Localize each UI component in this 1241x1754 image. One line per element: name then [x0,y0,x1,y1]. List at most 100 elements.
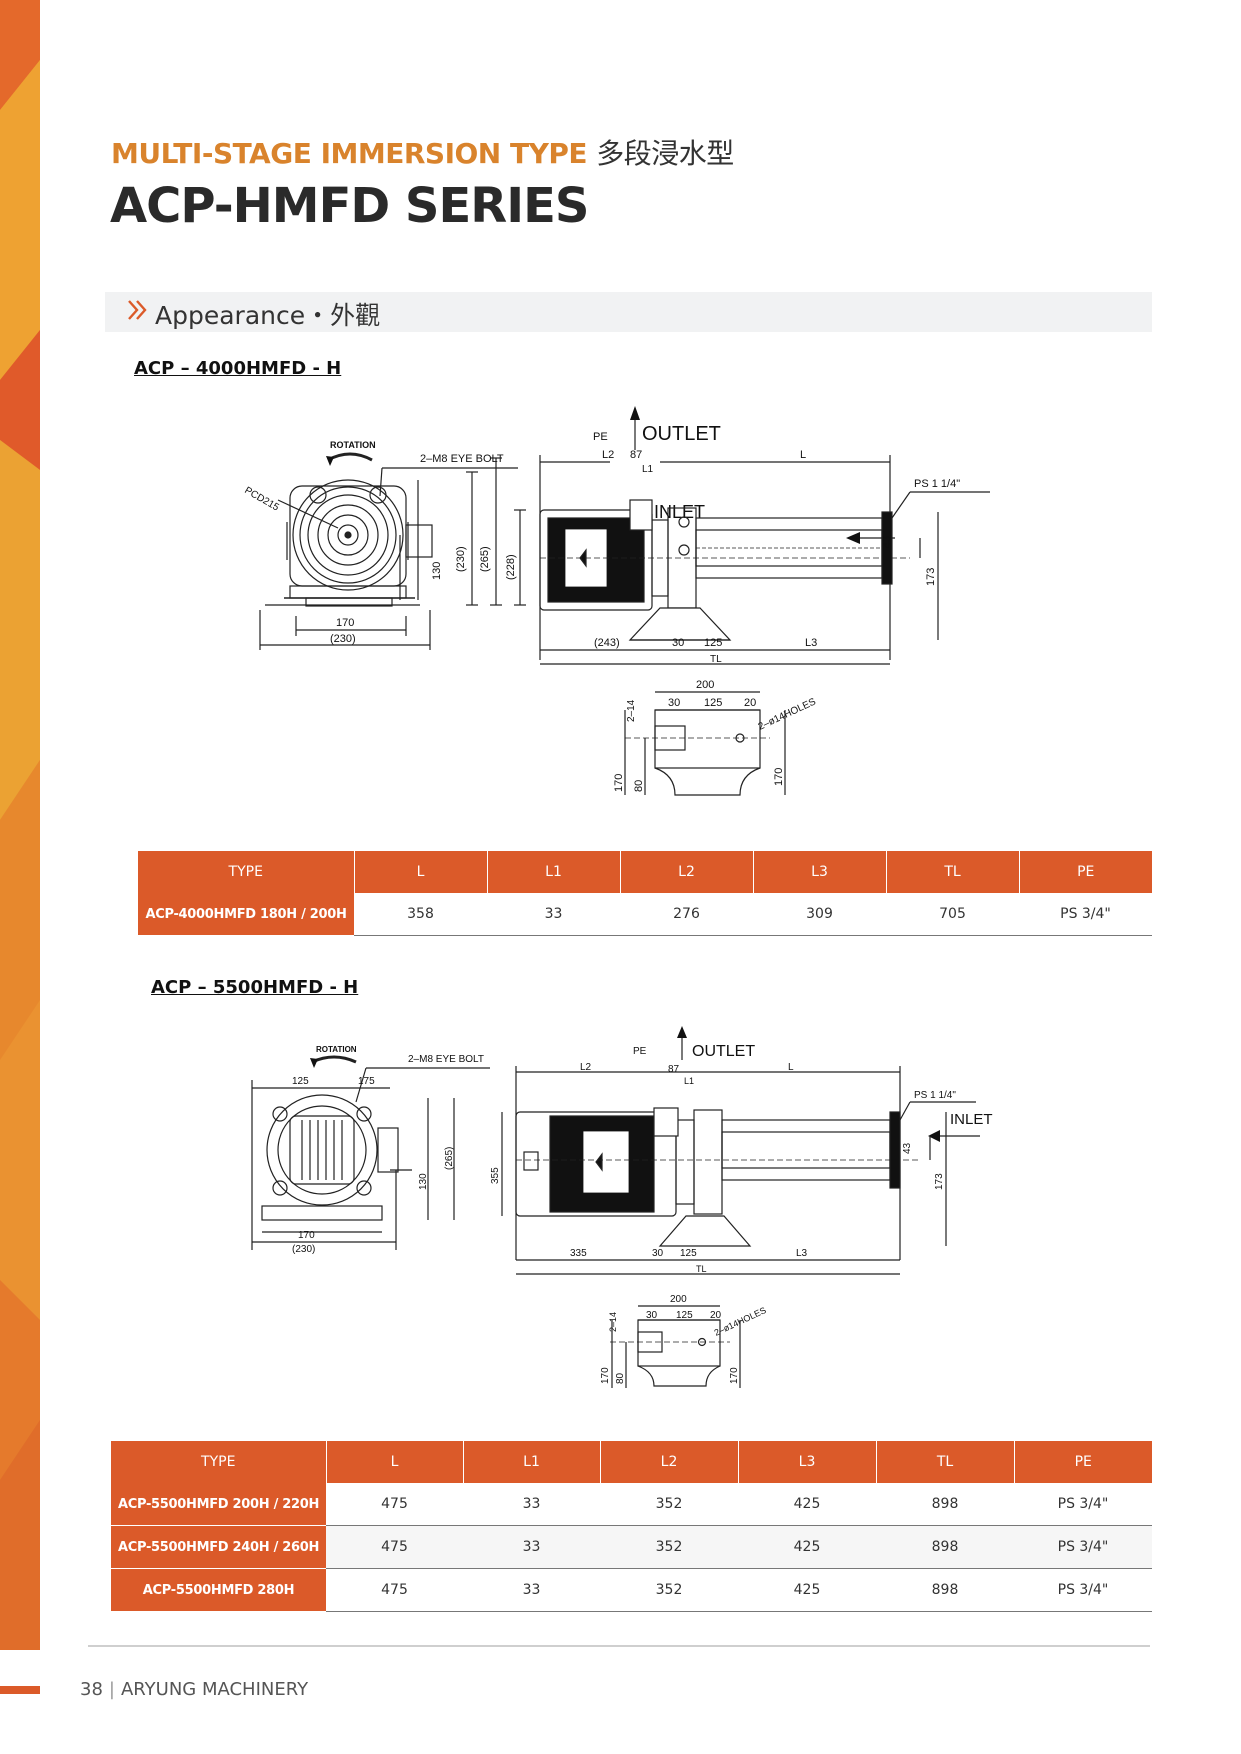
dim-side-tl: TL [696,1264,707,1274]
dim-side-30: 30 [652,1248,664,1259]
dim-front-230: (230) [292,1244,315,1255]
col-header-l1: L1 [487,851,621,893]
dim-base-200: 200 [670,1294,687,1305]
dim-base-30: 30 [646,1310,658,1321]
cell-l: 358 [354,893,487,936]
dim-front-125: 125 [292,1076,309,1087]
table-row: ACP-5500HMFD 200H / 220H 475 33 352 425 … [111,1483,1152,1526]
dim-side-355: 355 [490,1167,501,1184]
cell-pe: PS 3/4" [1019,893,1152,936]
cell-tl: 898 [876,1525,1014,1569]
drawing-acp-5500hmfd: ROTATION 2–M8 EYE BOLT 125 175 170 (230)… [251,1026,993,1388]
dim-side-243: (243) [594,637,620,649]
dim-base-20: 20 [744,697,756,709]
cell-l3: 425 [738,1483,876,1526]
side-view: OUTLET INLET PE PS 1 1/4" L2 87 L1 L (22… [505,406,990,665]
col-header-pe: PE [1019,851,1152,893]
eye-bolt-label: 2–M8 EYE BOLT [408,1054,484,1065]
cell-l1: 33 [487,893,620,936]
cell-type: ACP-5500HMFD 200H / 220H [111,1483,326,1526]
dim-base-30: 30 [668,697,680,709]
company-name: ARYUNG MACHINERY [120,1679,309,1700]
col-header-l: L [326,1441,464,1483]
dim-front-230b: (230) [455,546,467,572]
cell-l: 475 [326,1568,463,1612]
dim-front-265: (265) [444,1147,455,1170]
cell-l: 475 [326,1483,463,1526]
cell-l2: 352 [600,1568,738,1612]
col-header-l: L [354,851,488,893]
dim-front-175: 175 [358,1076,375,1087]
dim-base-170b: 170 [729,1367,740,1384]
cell-l1: 33 [463,1483,600,1526]
dim-front-170: 170 [298,1230,315,1241]
dim-base-170b: 170 [773,768,785,786]
dim-side-l: L [788,1062,794,1073]
dim-base-2-14: 2–14 [626,699,637,722]
front-view: ROTATION 2–M8 EYE BOLT PCD215 170 (23 [243,440,518,650]
dim-base-80: 80 [633,780,645,792]
dim-side-l3: L3 [805,637,817,649]
side-view: OUTLET PE INLET PS 1 1/4" L2 87 L1 L 355… [490,1026,993,1275]
dim-side-l2: L2 [580,1062,592,1073]
col-header-l2: L2 [620,851,754,893]
dim-front-130: 130 [418,1173,429,1190]
dim-side-30: 30 [672,637,684,649]
base-plan-view: 200 30 125 20 2–ø14HOLES 2–14 170 80 170 [600,1294,768,1388]
dim-base-125: 125 [704,697,722,709]
spec-table-5500: TYPE L L1 L2 L3 TL PE ACP-5500HMFD 200H … [111,1441,1152,1612]
col-header-l3: L3 [738,1441,877,1483]
footer-separator: | [108,1679,115,1700]
rotation-label: ROTATION [316,1045,357,1054]
dim-front-130: 130 [431,562,443,580]
col-header-l3: L3 [753,851,887,893]
dim-side-125: 125 [680,1248,697,1259]
col-header-pe: PE [1014,1441,1152,1483]
cell-l1: 33 [463,1525,600,1569]
inlet-label: INLET [654,502,705,522]
cell-tl: 705 [886,893,1019,936]
dim-base-80: 80 [615,1372,626,1384]
cell-pe: PS 3/4" [1014,1525,1152,1569]
cell-type: ACP-4000HMFD 180H / 200H [138,893,354,936]
dim-side-228: (228) [505,554,517,580]
cell-type: ACP-5500HMFD 240H / 260H [111,1525,326,1569]
footer-divider [88,1645,1150,1647]
dim-base-20: 20 [710,1310,722,1321]
dim-front-230: (230) [330,633,356,645]
section-label: Appearance・外觀 [155,301,381,330]
dim-front-170: 170 [336,617,354,629]
dim-side-87: 87 [630,449,642,461]
inlet-label: INLET [950,1111,993,1128]
dim-side-335: 335 [570,1248,587,1259]
dim-side-l2: L2 [602,449,614,461]
table-header-row: TYPE L L1 L2 L3 TL PE [111,1441,1152,1483]
drawing-acp-4000hmfd: ROTATION 2–M8 EYE BOLT PCD215 170 (23 [243,406,990,796]
col-header-type: TYPE [111,1441,327,1483]
dim-base-2-14: 2–14 [608,1312,618,1332]
dim-base-170: 170 [600,1367,611,1384]
cell-tl: 898 [876,1483,1014,1526]
cell-pe: PS 3/4" [1014,1568,1152,1612]
cell-l3: 425 [738,1525,876,1569]
base-plan-view: 200 30 125 20 2–ø14HOLES 2–14 170 80 170 [613,679,818,796]
double-chevron-right-icon [125,294,153,326]
cell-l3: 309 [753,893,886,936]
footer-accent-tab [0,1686,40,1694]
cell-l: 475 [326,1525,463,1569]
pe-label: PE [633,1046,647,1057]
model-label-5500: ACP – 5500HMFD - H [151,977,359,998]
col-header-l2: L2 [600,1441,739,1483]
table-row: ACP-5500HMFD 280H 475 33 352 425 898 PS … [111,1568,1152,1612]
cell-l1: 33 [463,1568,600,1612]
cell-tl: 898 [876,1568,1014,1612]
cell-l2: 276 [620,893,753,936]
subtitle-english: MULTI-STAGE IMMERSION TYPE [111,137,588,170]
cell-type: ACP-5500HMFD 280H [111,1568,326,1612]
dim-side-l3: L3 [796,1248,808,1259]
dim-side-tl: TL [710,654,722,665]
cell-l2: 352 [600,1483,738,1526]
col-header-tl: TL [876,1441,1015,1483]
page-title: ACP-HMFD SERIES [110,178,589,234]
dim-side-87: 87 [668,1064,680,1075]
